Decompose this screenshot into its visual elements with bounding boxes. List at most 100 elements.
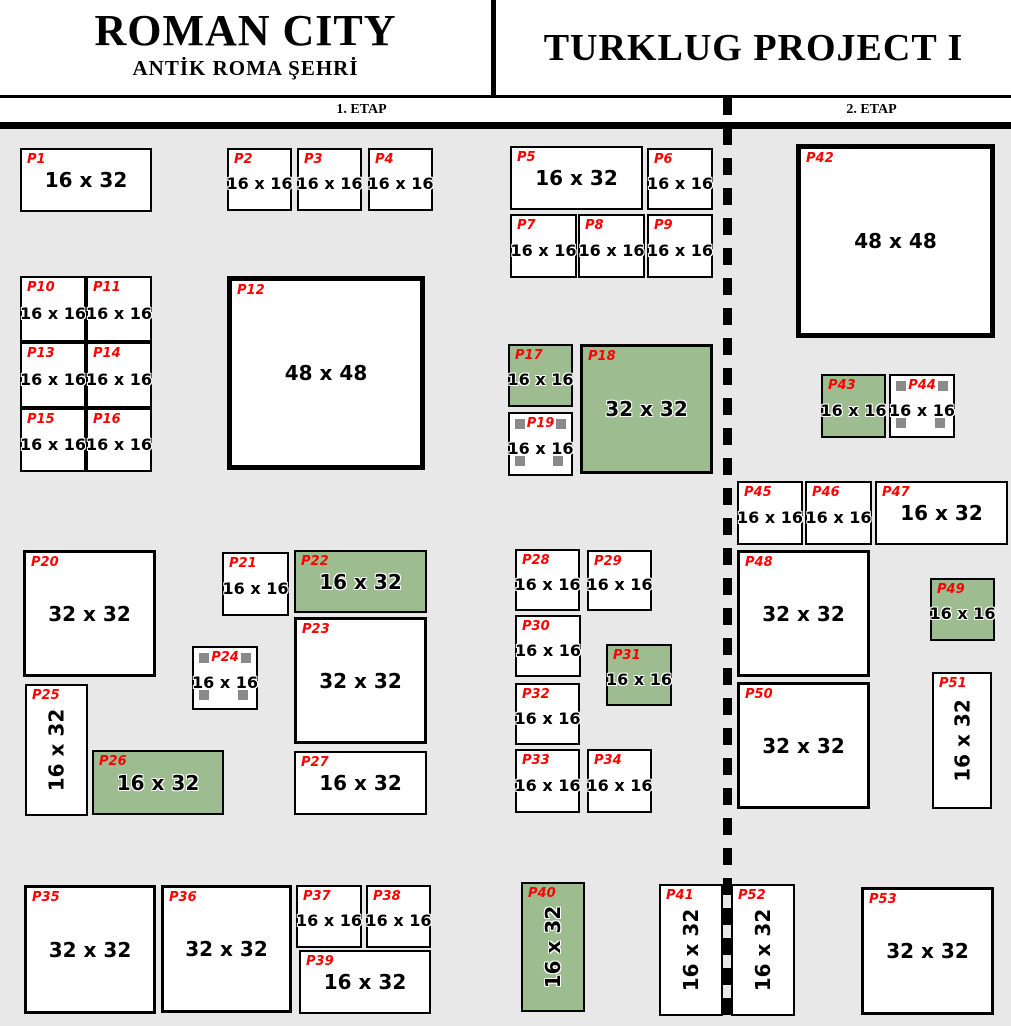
plot-id-label: P28 (522, 553, 550, 568)
plot-id-label: P10 (27, 280, 55, 295)
plot-id-label: P37 (303, 889, 331, 904)
plot-P15: P15 16 x 16 (20, 408, 86, 472)
plot-size-label: 16 x 16 (510, 240, 577, 260)
plot-size-label: 16 x 16 (296, 911, 362, 930)
plot-size-label: 16 x 16 (889, 400, 955, 420)
plot-size-label: 16 x 16 (514, 775, 581, 795)
plot-id-label: P52 (738, 888, 766, 903)
plot-size-label: 16 x 16 (296, 174, 363, 193)
plot-P49: P49 16 x 16 (929, 578, 996, 641)
plot-id-label: P17 (515, 348, 543, 363)
plot-size-label: 16 x 32 (535, 166, 618, 190)
plot-P38: P38 16 x 16 (365, 885, 432, 948)
plot-size-label: 16 x 32 (950, 699, 974, 782)
plot-P21: P21 16 x 16 (222, 552, 289, 616)
plot-id-label: P26 (99, 754, 127, 769)
plot-id-label: P4 (375, 152, 394, 167)
plot-size-label: 16 x 16 (507, 438, 574, 458)
plot-size-label: 16 x 16 (647, 240, 713, 260)
corner-marker (556, 419, 566, 429)
corner-marker (199, 653, 209, 663)
plot-size-label: 32 x 32 (762, 733, 845, 758)
plot-size-label: 16 x 16 (586, 775, 653, 795)
plot-size-label: 16 x 16 (929, 604, 996, 623)
plot-size-label: 16 x 16 (367, 174, 434, 193)
plot-size-label: 16 x 16 (514, 708, 581, 728)
plot-size-label: 16 x 16 (805, 507, 872, 527)
plot-size-label: 16 x 16 (86, 369, 152, 389)
plot-size-label: 32 x 32 (185, 937, 268, 961)
plot-id-label: P5 (517, 150, 536, 165)
plot-size-label: 16 x 16 (647, 173, 713, 193)
corner-marker (896, 418, 906, 428)
plot-id-label: P36 (169, 890, 197, 905)
plot-id-label: P13 (27, 346, 55, 361)
plot-P45: P45 16 x 16 (737, 481, 803, 545)
plot-size-label: 32 x 32 (48, 601, 131, 626)
plot-P31: P31 16 x 16 (606, 644, 672, 706)
plot-size-label: 16 x 32 (541, 905, 565, 989)
plot-size-label: 16 x 16 (226, 174, 293, 193)
separator-thick (0, 122, 1011, 129)
plot-id-label: P38 (373, 889, 401, 904)
plot-id-label: P46 (812, 485, 840, 500)
plot-id-label: P42 (806, 151, 834, 166)
plot-P37: P37 16 x 16 (296, 885, 362, 948)
plot-id-label: P51 (939, 676, 967, 691)
phase-2-label: 2. ETAP (846, 102, 897, 117)
page-subtitle: ANTİK ROMA ŞEHRİ (132, 56, 359, 80)
plot-size-label: 16 x 16 (737, 507, 803, 527)
phase-boundary-dashed-line (723, 98, 732, 1026)
plot-size-label: 16 x 16 (820, 400, 887, 420)
plot-size-label: 16 x 16 (222, 578, 289, 598)
plot-id-label: P15 (27, 412, 55, 427)
plot-id-label: P31 (613, 648, 641, 663)
corner-marker (553, 456, 563, 466)
plot-P43: P43 16 x 16 (820, 374, 887, 438)
plot-id-label: P39 (306, 954, 334, 969)
plot-P44: P44 16 x 16 (889, 374, 955, 438)
plot-id-label: P43 (828, 378, 856, 393)
plot-size-label: 16 x 16 (20, 303, 86, 323)
header-divider (491, 0, 496, 95)
plot-P4: P4 16 x 16 (367, 148, 434, 211)
plot-id-label: P47 (882, 485, 910, 500)
plot-id-label: P33 (522, 753, 550, 768)
corner-marker (241, 653, 251, 663)
plot-size-label: 16 x 16 (606, 669, 672, 689)
plot-size-label: 16 x 32 (44, 168, 128, 192)
plot-size-label: 32 x 32 (886, 939, 969, 963)
header-left: ROMAN CITY ANTİK ROMA ŞEHRİ (0, 0, 491, 95)
plot-size-label: 16 x 32 (323, 970, 407, 994)
plot-id-label: P44 (908, 378, 936, 393)
plot-id-label: P21 (229, 556, 257, 571)
plot-P33: P33 16 x 16 (514, 749, 581, 813)
plot-size-label: 16 x 16 (20, 434, 86, 454)
plot-size-label: 16 x 16 (365, 911, 432, 930)
plot-id-label: P8 (585, 218, 604, 233)
plot-size-label: 48 x 48 (284, 361, 368, 385)
phase-1-label: 1. ETAP (336, 102, 387, 117)
plot-id-label: P53 (869, 892, 897, 907)
plot-id-label: P49 (937, 582, 965, 597)
plot-id-label: P45 (744, 485, 772, 500)
plot-id-label: P20 (31, 555, 59, 570)
plot-id-label: P6 (654, 152, 673, 167)
plot-P10: P10 16 x 16 (20, 276, 86, 342)
corner-marker (935, 418, 945, 428)
